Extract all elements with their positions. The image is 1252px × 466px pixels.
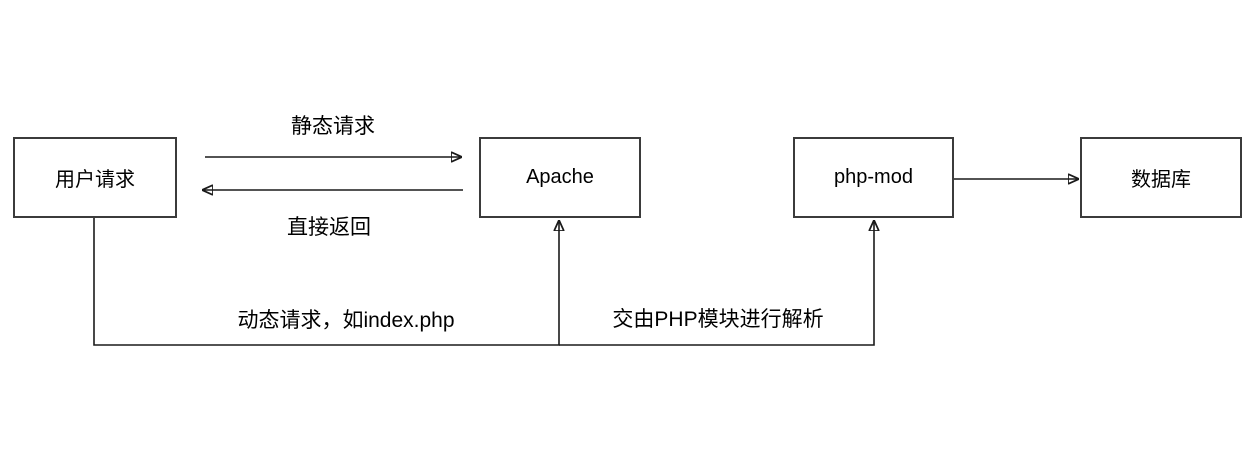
arrow-php-parse (559, 220, 874, 346)
node-php-mod-label: php-mod (834, 166, 913, 188)
arrow-dynamic-request (93, 218, 559, 346)
node-apache: Apache (479, 137, 641, 218)
node-php-mod: php-mod (793, 137, 954, 218)
edge-label-php-parse: 交由PHP模块进行解析 (612, 303, 824, 333)
node-user-request-label: 用户请求 (55, 169, 135, 191)
edge-label-dynamic-request: 动态请求，如index.php (237, 304, 455, 334)
node-database-label: 数据库 (1131, 169, 1191, 191)
node-database: 数据库 (1080, 137, 1242, 218)
edge-label-direct-return: 直接返回 (287, 211, 371, 241)
node-apache-label: Apache (526, 166, 594, 188)
node-user-request: 用户请求 (13, 137, 177, 218)
edge-label-static-request: 静态请求 (291, 110, 375, 140)
